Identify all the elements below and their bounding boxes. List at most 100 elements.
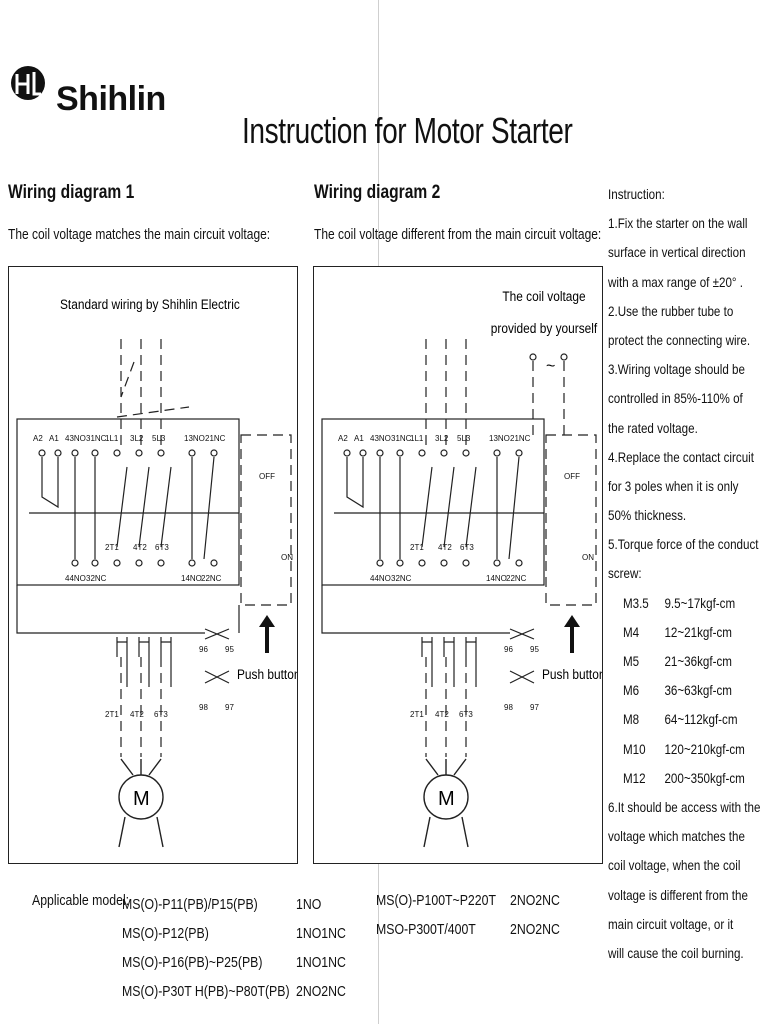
model-name: MSO-P300T/400T <box>376 921 476 938</box>
diagram2-ac-symbol: ~ <box>546 358 555 375</box>
instruction-line: controlled in 85%-110% of <box>608 390 743 407</box>
instruction-line: 2.Use the rubber tube to <box>608 302 734 319</box>
torque-row: M5 21~36kgf-cm <box>608 647 739 676</box>
torque-size: M5 <box>622 653 640 669</box>
diagram2-heading: Wiring diagram 2 <box>314 182 441 203</box>
d2-bottom-label-1: 32NC <box>391 574 412 583</box>
d2-bottom-label-0: 44NO <box>370 574 391 583</box>
d1-top-label-7: 13NO <box>184 434 205 443</box>
d1-bottom-label-6: 22NC <box>201 574 222 583</box>
instruction-line: for 3 poles when it is only <box>608 477 739 494</box>
instruction-line: 1.Fix the starter on the wall <box>608 215 748 232</box>
d1-motor-t2: 4T2 <box>130 710 144 719</box>
d1-top-label-5: 3L2 <box>130 434 144 443</box>
brand-name: Shihlin <box>56 80 166 118</box>
instruction-line: voltage is different from the <box>608 886 748 903</box>
d1-top-label-6: 5L3 <box>152 434 166 443</box>
model-name: MS(O)-P12(PB) <box>122 925 209 942</box>
torque-row: M4 12~21kgf-cm <box>608 618 739 647</box>
instruction-line: the rated voltage. <box>608 419 698 436</box>
d2-push-arrow-icon <box>564 615 580 653</box>
d2-off-label: OFF <box>564 472 580 481</box>
page-title: Instruction for Motor Starter <box>242 110 573 151</box>
d2-motor-label: M <box>438 788 455 810</box>
d2-top-label-7: 13NO <box>489 434 510 443</box>
d1-relay-96: 96 <box>199 645 208 654</box>
d1-top-label-8: 21NC <box>205 434 226 443</box>
d1-bottom-label-4: 6T3 <box>155 543 169 552</box>
instruction-line: protect the connecting wire. <box>608 331 751 348</box>
d1-top-label-1: A1 <box>49 434 59 443</box>
model-name: MS(O)-P30T H(PB)~P80T(PB) <box>122 983 290 1000</box>
models-right-contacts: 2NO2NC 2NO2NC <box>510 886 560 944</box>
instruction-line: with a max range of ±20° . <box>608 273 744 290</box>
d1-top-label-2: 43NO <box>65 434 86 443</box>
instruction-line: screw: <box>608 565 642 582</box>
d1-push-arrow-icon <box>259 615 275 653</box>
torque-row: M3.5 9.5~17kgf-cm <box>608 589 739 618</box>
instruction-line: surface in vertical direction <box>608 244 746 261</box>
torque-size: M10 <box>622 740 646 757</box>
torque-value: 64~112kgf-cm <box>664 711 738 728</box>
d2-top-label-2: 43NO <box>370 434 391 443</box>
d1-off-label: OFF <box>259 472 275 481</box>
model-contacts: 1NO1NC <box>296 925 346 942</box>
models-label: Applicable model: <box>32 886 129 915</box>
d1-top-label-4: 1L1 <box>105 434 119 443</box>
d1-relay-95: 95 <box>225 645 234 654</box>
models-left-contacts: 1NO 1NO1NC 1NO1NC 2NO2NC <box>296 890 346 1006</box>
wiring-diagram-2: The coil voltage provided by yourself ~ … <box>313 266 603 864</box>
instruction-line: 4.Replace the contact circuit <box>608 448 754 465</box>
torque-value: 12~21kgf-cm <box>664 623 732 640</box>
wiring-diagram-1: Standard wiring by Shihlin Electric A2 A… <box>8 266 298 864</box>
model-contacts: 2NO2NC <box>296 983 346 1000</box>
d2-bottom-label-3: 4T2 <box>438 543 452 552</box>
instruction-line: 3.Wiring voltage should be <box>608 361 745 378</box>
d2-on-label: ON <box>582 553 594 562</box>
d2-top-label-3: 31NC <box>391 434 412 443</box>
diagram1-caption: Standard wiring by Shihlin Electric <box>60 296 240 312</box>
d1-top-label-0: A2 <box>33 434 43 443</box>
instruction-line: voltage which matches the <box>608 828 745 845</box>
d2-bottom-label-6: 22NC <box>506 574 527 583</box>
diagram1-heading: Wiring diagram 1 <box>8 182 135 203</box>
d2-relay-95: 95 <box>530 645 539 654</box>
diagram2-caption-line2: provided by yourself <box>491 320 598 336</box>
d2-motor-t1: 2T1 <box>410 710 424 719</box>
model-contacts: 1NO <box>296 896 322 913</box>
shihlin-logo-icon <box>11 66 45 100</box>
instruction-line: will cause the coil burning. <box>608 944 744 961</box>
torque-value: 9.5~17kgf-cm <box>664 594 736 611</box>
diagram1-subheading: The coil voltage matches the main circui… <box>8 226 271 243</box>
d2-relay-98: 98 <box>504 703 513 712</box>
models-right-names: MS(O)-P100T~P220T MSO-P300T/400T <box>376 886 496 944</box>
diagram2-caption-line1: The coil voltage <box>502 288 585 304</box>
instruction-line: 50% thickness. <box>608 507 687 524</box>
torque-size: M12 <box>622 769 646 786</box>
d2-motor-t2: 4T2 <box>435 710 449 719</box>
instruction-line: 6.It should be access with the <box>608 798 761 815</box>
torque-value: 21~36kgf-cm <box>664 653 732 669</box>
d2-bottom-label-2: 2T1 <box>410 543 424 552</box>
model-contacts: 2NO2NC <box>510 921 560 938</box>
d1-relay-97: 97 <box>225 703 234 712</box>
torque-row: M10 120~210kgf-cm <box>608 735 745 764</box>
d2-top-label-6: 5L3 <box>457 434 471 443</box>
instruction-line: 5.Torque force of the conduct <box>608 536 759 553</box>
diagram2-subheading: The coil voltage different from the main… <box>314 226 602 243</box>
instruction-column: Instruction: 1.Fix the starter on the wa… <box>608 180 766 968</box>
d2-top-label-1: A1 <box>354 434 364 443</box>
torque-value: 120~210kgf-cm <box>664 740 745 757</box>
torque-size: M4 <box>622 623 640 640</box>
models-label-text: Applicable model: <box>32 892 130 909</box>
d1-bottom-label-3: 4T2 <box>133 543 147 552</box>
d2-motor-icon <box>423 758 469 848</box>
model-contacts: 2NO2NC <box>510 892 560 909</box>
instruction-line: main circuit voltage, or it <box>608 915 734 932</box>
d1-relay-98: 98 <box>199 703 208 712</box>
d1-bottom-label-5: 14NO <box>181 574 202 583</box>
torque-size: M3.5 <box>622 594 649 611</box>
